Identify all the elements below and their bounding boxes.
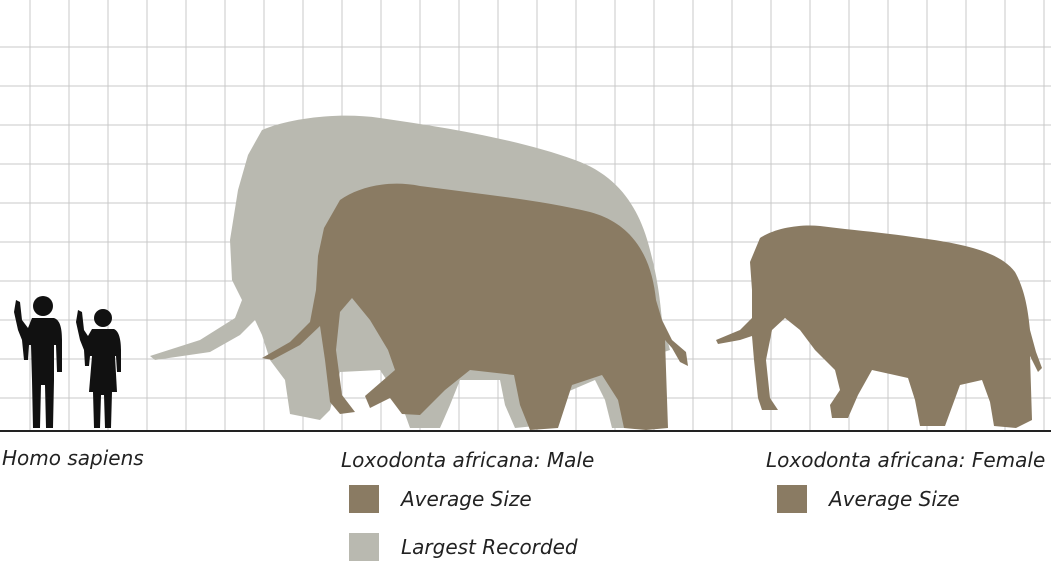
average-size-swatch — [777, 485, 807, 513]
caption-female-elephant: Loxodonta africana: Female — [766, 448, 1045, 472]
average-size-swatch — [349, 485, 379, 513]
legend-label: Largest Recorded — [401, 535, 578, 559]
largest-recorded-swatch — [349, 533, 379, 561]
caption-male-elephant: Loxodonta africana: Male — [341, 448, 594, 472]
human-female-silhouette — [76, 309, 121, 428]
legend-label: Average Size — [829, 487, 960, 511]
legend-label: Average Size — [401, 487, 532, 511]
human-male-silhouette — [14, 296, 62, 428]
caption-homo-sapiens: Homo sapiens — [2, 446, 144, 470]
